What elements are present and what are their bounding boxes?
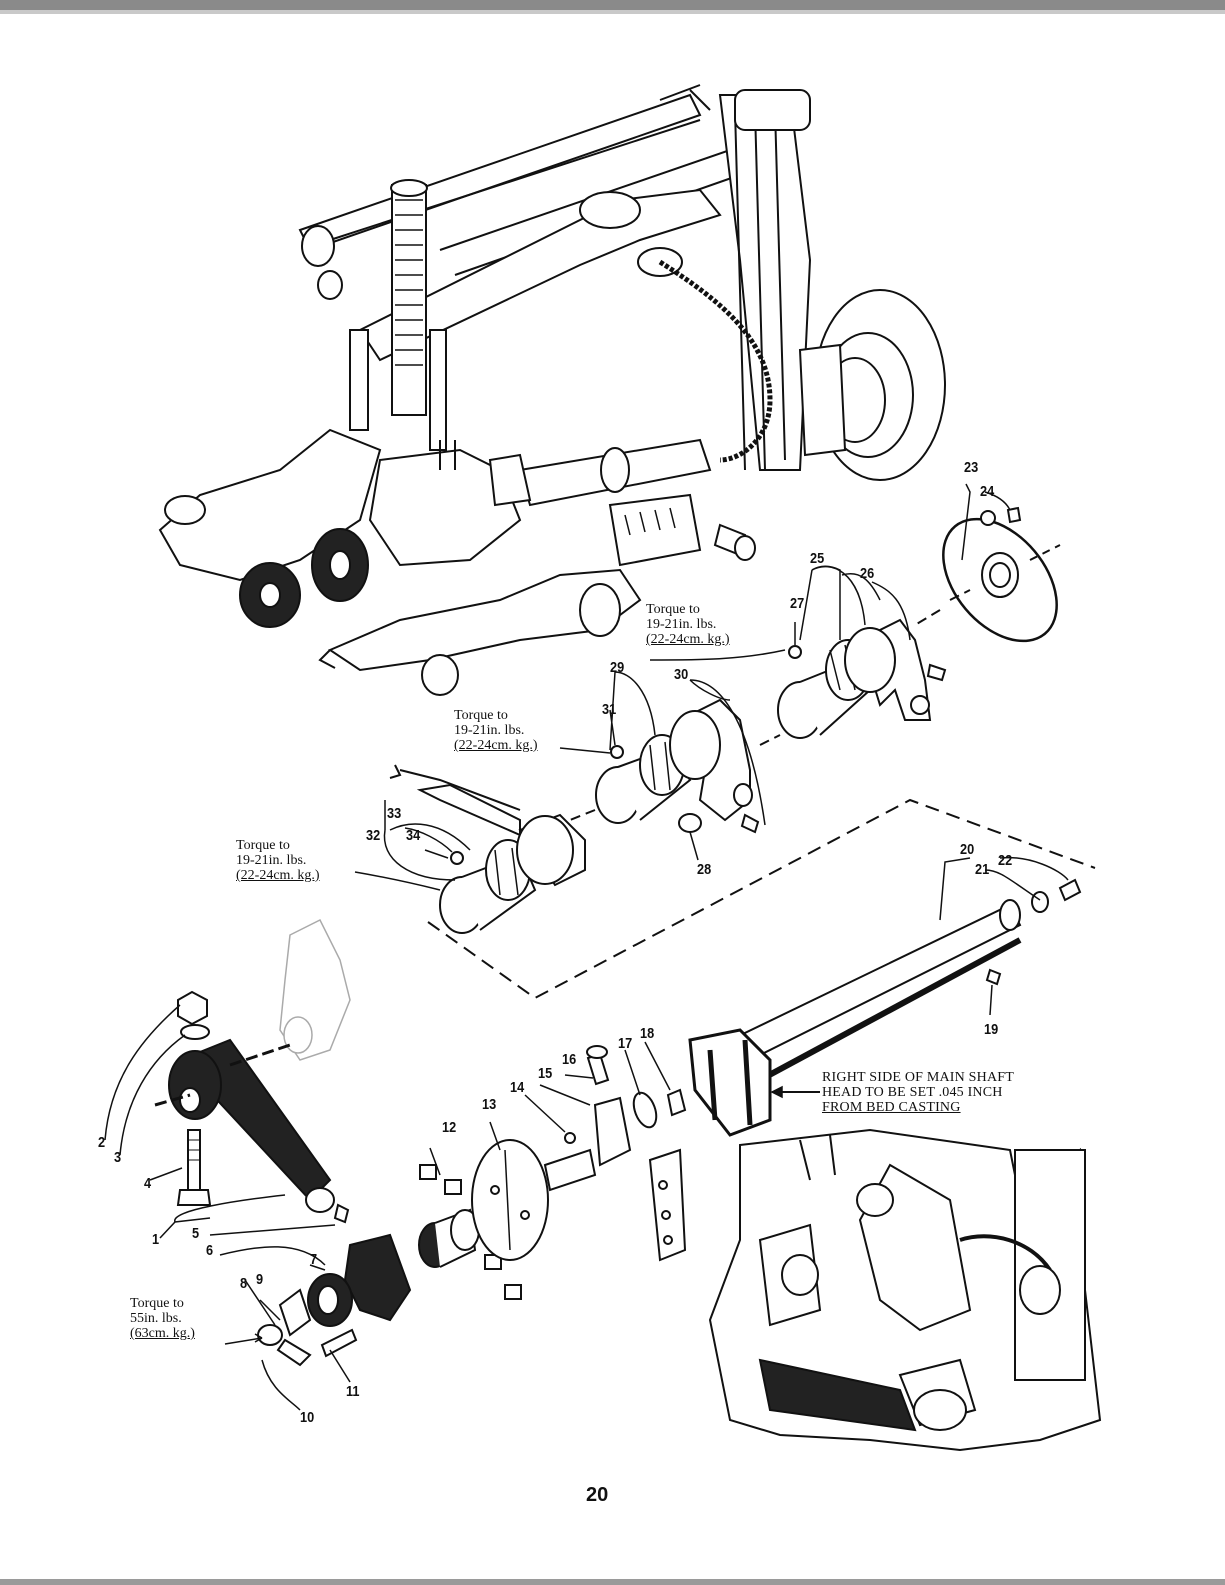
page-number: 20	[586, 1484, 609, 1506]
part-number-18: 18	[640, 1025, 655, 1042]
torque-line: (22-24cm. kg.)	[454, 738, 538, 753]
part-number-31: 31	[602, 701, 617, 718]
part-number-2: 2	[98, 1134, 106, 1151]
part-number-7: 7	[310, 1251, 318, 1268]
part-number-8: 8	[240, 1275, 248, 1292]
bearing-group-25-27	[777, 589, 971, 739]
torque-note-31: Torque to 19-21in. lbs. (22-24cm. kg.)	[454, 708, 538, 753]
part-number-27: 27	[790, 595, 805, 612]
torque-line: 55in. lbs.	[130, 1311, 182, 1326]
torque-line: (63cm. kg.)	[130, 1326, 195, 1341]
part-number-10: 10	[300, 1409, 315, 1426]
leader-lines	[104, 483, 1069, 1411]
part-number-19: 19	[984, 1021, 999, 1038]
main-shaft-note: RIGHT SIDE OF MAIN SHAFT HEAD TO BE SET …	[822, 1070, 1014, 1115]
part-number-21: 21	[975, 861, 990, 878]
torque-line: 19-21in. lbs.	[454, 723, 525, 738]
note-line: HEAD TO BE SET .045 INCH	[822, 1085, 1003, 1100]
part-number-13: 13	[482, 1096, 497, 1113]
torque-line: (22-24cm. kg.)	[236, 868, 320, 883]
bearing-group-28-31	[569, 698, 781, 834]
part-number-28: 28	[697, 861, 712, 878]
torque-line: 19-21in. lbs.	[646, 617, 717, 632]
part-number-3: 3	[114, 1149, 122, 1166]
main-shaft-19-22	[688, 878, 1082, 1137]
part-number-12: 12	[442, 1119, 457, 1136]
part-number-16: 16	[562, 1051, 577, 1068]
torque-note-27: Torque to 19-21in. lbs. (22-24cm. kg.)	[646, 602, 730, 647]
part-number-29: 29	[610, 659, 625, 676]
part-number-1: 1	[152, 1231, 160, 1248]
part-number-23: 23	[964, 459, 979, 476]
part-number-9: 9	[256, 1271, 264, 1288]
part-number-25: 25	[810, 550, 825, 567]
sewing-machine-head-assembly	[158, 84, 946, 696]
part-number-11: 11	[346, 1383, 360, 1400]
part-number-5: 5	[192, 1225, 200, 1242]
note-line: FROM BED CASTING	[822, 1100, 961, 1115]
part-number-6: 6	[206, 1242, 214, 1259]
part-number-32: 32	[366, 827, 381, 844]
torque-line: Torque to	[454, 708, 508, 723]
torque-note-34: Torque to 19-21in. lbs. (22-24cm. kg.)	[236, 838, 320, 883]
torque-line: (22-24cm. kg.)	[646, 632, 730, 647]
part-number-22: 22	[998, 852, 1013, 869]
torque-note-10: Torque to 55in. lbs. (63cm. kg.)	[130, 1296, 195, 1341]
torque-line: Torque to	[130, 1296, 184, 1311]
note-line: RIGHT SIDE OF MAIN SHAFT	[822, 1070, 1015, 1085]
torque-line: Torque to	[236, 838, 290, 853]
part-number-4: 4	[144, 1175, 152, 1192]
part-number-34: 34	[406, 827, 421, 844]
torque-line: Torque to	[646, 602, 700, 617]
inset-assembly-view	[648, 1128, 1102, 1452]
part-number-14: 14	[510, 1079, 525, 1096]
part-number-26: 26	[860, 565, 875, 582]
part-number-15: 15	[538, 1065, 553, 1082]
crank-lever-assembly	[154, 918, 687, 1367]
bearing-group-32-34	[389, 764, 586, 934]
scan-top-edge	[0, 0, 1225, 10]
scan-top-edge-shadow	[0, 10, 1225, 14]
part-number-33: 33	[387, 805, 402, 822]
part-number-24: 24	[980, 483, 995, 500]
plate-and-screw-23-24	[942, 506, 1061, 643]
part-number-20: 20	[960, 841, 975, 858]
part-number-17: 17	[618, 1035, 633, 1052]
scan-bottom-edge	[0, 1579, 1225, 1585]
part-number-30: 30	[674, 666, 689, 683]
torque-line: 19-21in. lbs.	[236, 853, 307, 868]
